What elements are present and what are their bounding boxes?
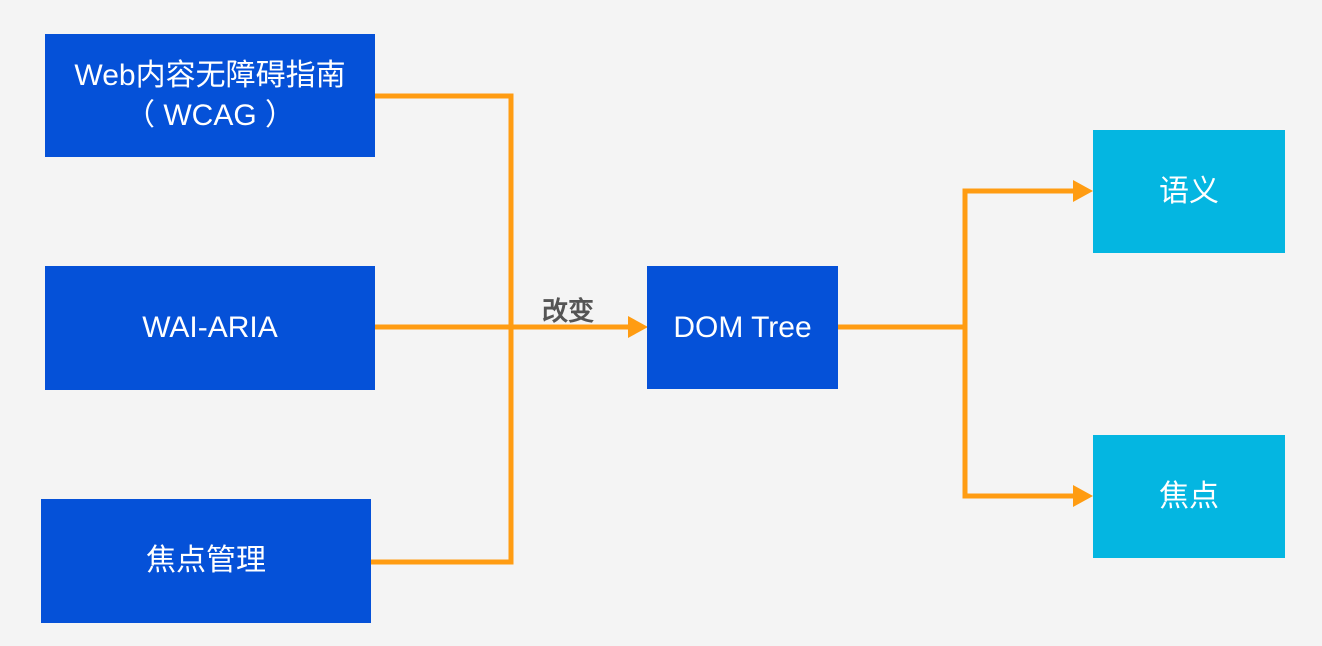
node-semantics: 语义	[1093, 130, 1285, 253]
connector-wcag	[375, 93, 514, 327]
node-dom-tree: DOM Tree	[647, 266, 838, 389]
node-wcag-label: Web内容无障碍指南 （ WCAG ）	[74, 58, 346, 132]
connector-focus-mgmt	[371, 327, 514, 565]
node-focus-management: 焦点管理	[41, 499, 371, 623]
node-wcag: Web内容无障碍指南 （ WCAG ）	[45, 34, 375, 157]
arrowhead-focus	[1073, 485, 1093, 507]
edge-label-change: 改变	[542, 296, 595, 326]
node-wai-aria-label: WAI-ARIA	[142, 311, 278, 344]
arrowhead-dom-tree	[628, 316, 648, 338]
node-focus-label: 焦点	[1159, 479, 1219, 513]
node-dom-tree-label: DOM Tree	[673, 310, 812, 344]
node-wai-aria: WAI-ARIA	[45, 266, 375, 390]
node-focus: 焦点	[1093, 435, 1285, 558]
connector-semantics	[962, 188, 1075, 327]
node-focus-management-label: 焦点管理	[146, 544, 266, 577]
arrowhead-semantics	[1073, 180, 1093, 202]
connector-focus	[962, 327, 1075, 499]
node-semantics-label: 语义	[1159, 174, 1219, 208]
